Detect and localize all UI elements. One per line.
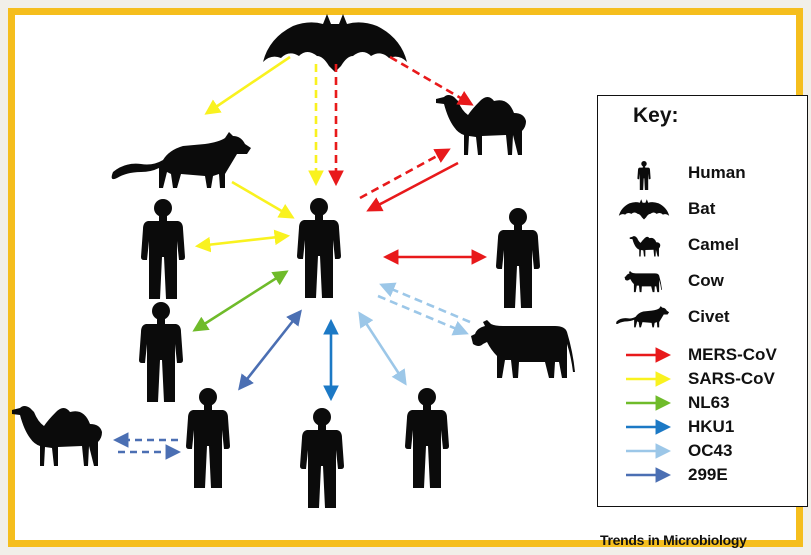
- key-label: MERS-CoV: [688, 345, 777, 364]
- bat-icon: [618, 199, 670, 220]
- key-label: Cow: [688, 271, 724, 290]
- camel-silhouette-top: [436, 95, 526, 155]
- mers-arrow-camel-human: [366, 161, 459, 212]
- human-center: [297, 198, 341, 298]
- key-item-bat: Bat: [598, 194, 809, 226]
- human-left: [141, 199, 185, 299]
- human-bottom-left: [186, 388, 230, 488]
- civet-silhouette: [111, 132, 252, 188]
- green-arrow-icon: [626, 395, 672, 411]
- slate-blue-arrow-icon: [626, 467, 672, 483]
- sars-arrow-bat-civet: [204, 55, 291, 115]
- human-right: [496, 208, 540, 308]
- nl63-arrow: [192, 270, 289, 332]
- key-label: 299E: [688, 465, 728, 484]
- red-arrow-icon: [626, 347, 672, 363]
- sars-arrow-human-human: [194, 229, 291, 253]
- cow-silhouette: [471, 320, 575, 378]
- key-legend: Key: Human Bat Camel Cow Civet MERS-CoV …: [597, 95, 808, 507]
- human-icon: [637, 161, 651, 190]
- key-item-mers: MERS-CoV: [598, 340, 809, 372]
- key-item-nl63: NL63: [598, 388, 809, 420]
- human-bottom-center: [300, 408, 344, 508]
- key-title: Key:: [633, 104, 679, 127]
- mers-arrow-bat-camel: [389, 55, 474, 106]
- human-bottom-right: [405, 388, 449, 488]
- journal-credit: Trends in Microbiology: [600, 532, 747, 548]
- key-item-civet: Civet: [598, 302, 809, 334]
- light-blue-arrow-icon: [626, 443, 672, 459]
- camel-silhouette-bottom: [12, 406, 102, 466]
- key-item-oc43: OC43: [598, 436, 809, 468]
- camel-icon: [629, 236, 661, 257]
- yellow-arrow-icon: [626, 371, 672, 387]
- key-label: Civet: [688, 307, 730, 326]
- key-item-hku1: HKU1: [598, 412, 809, 444]
- oc43-arrow-human-human: [358, 311, 407, 386]
- key-item-human: Human: [598, 158, 809, 190]
- key-label: Camel: [688, 235, 740, 254]
- e229-arrow-human-human: [238, 309, 302, 391]
- oc43-arrow-human-cow: [377, 294, 469, 336]
- mers-arrow-human-camel: [359, 148, 451, 200]
- civet-icon: [616, 306, 670, 328]
- key-label: Bat: [688, 199, 716, 218]
- sars-arrow-civet-human: [231, 180, 295, 219]
- key-item-camel: Camel: [598, 230, 809, 262]
- oc43-arrow-cow-human: [379, 282, 471, 324]
- blue-arrow-icon: [626, 419, 672, 435]
- key-label: NL63: [688, 393, 730, 412]
- key-label: Human: [688, 163, 746, 182]
- key-label: OC43: [688, 441, 733, 460]
- bat-silhouette: [263, 14, 407, 72]
- key-item-cow: Cow: [598, 266, 809, 298]
- key-item-sars: SARS-CoV: [598, 364, 809, 396]
- key-item-299e: 299E: [598, 460, 809, 492]
- human-left-lower: [139, 302, 183, 402]
- cow-icon: [624, 271, 662, 293]
- key-label: SARS-CoV: [688, 369, 775, 388]
- key-label: HKU1: [688, 417, 735, 436]
